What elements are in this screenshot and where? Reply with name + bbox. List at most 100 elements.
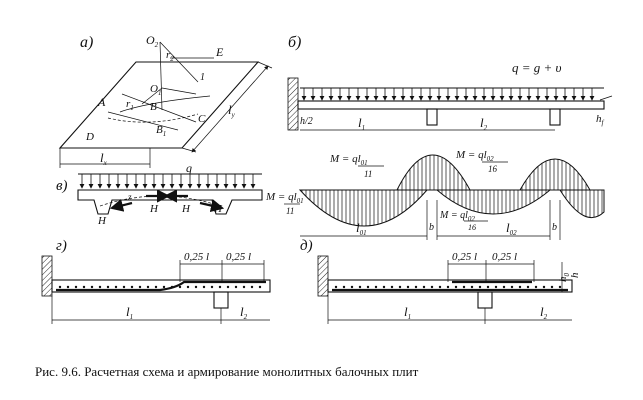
label-E: E [215,45,224,59]
label-M1: M = ql01 [329,153,368,167]
rebar-dot [122,285,126,289]
rebar-dot [430,285,434,289]
label-ly: ly [228,102,236,119]
label-D: D [85,131,94,143]
moment-span-3 [559,189,605,219]
label-d-d2: 0,25 l [492,251,517,263]
label-M1-den: 11 [364,169,372,179]
rebar-dot [382,285,386,289]
rebar-dot [550,285,554,289]
ly-dim [191,65,269,153]
label-B: B [150,101,157,113]
wall-d [317,255,329,297]
label-q-v: q [186,161,192,175]
rebar-dot [146,285,150,289]
rebar-dot [414,285,418,289]
rebar-dot [210,285,214,289]
rebar-dot [242,285,246,289]
rebar-dot [58,285,62,289]
label-H4: H [213,203,223,215]
rebar-dot [470,285,474,289]
force-H1 [109,198,133,212]
rebar-dot [186,285,190,289]
label-H2: H [149,203,159,215]
rebar-dots-d [334,285,562,289]
rebar-dot [510,285,514,289]
label-M-v-den: 11 [286,206,294,216]
rebar-dot [66,285,70,289]
label-d-d1: 0,25 l [452,251,477,263]
label-d-l2: l2 [540,304,548,321]
rebar-dot [422,285,426,289]
label-g-l2: l2 [240,304,248,321]
rebar-dot [154,285,158,289]
figure-caption: Рис. 9.6. Расчетная схема и армирование … [35,364,419,379]
rebar-dot [334,285,338,289]
label-A: A [97,95,106,109]
rebar-dot [534,285,538,289]
rebar-dot [138,285,142,289]
rebar-dot [366,285,370,289]
rebar-dot [218,285,222,289]
rebar-dot [542,285,546,289]
label-g-d1: 0,25 l [184,251,209,263]
label-d-l1: l1 [404,304,411,321]
slab-g [51,279,271,293]
rebar-g [56,280,266,292]
rebar-dot [226,285,230,289]
label-O1: O1 [150,83,161,97]
radius-r1 [141,87,163,105]
radius-r2 [159,41,163,111]
rebar-dots-g [58,285,262,289]
panel-b-label: б) [288,34,301,51]
rebar-dot [178,285,182,289]
rebar-dot [82,285,86,289]
label-M3-den: 16 [468,223,476,232]
force-H4 [199,199,225,212]
rebar-dot [374,285,378,289]
label-b2: b [552,222,557,233]
rebar-dot [202,285,206,289]
rebar-dot [106,285,110,289]
label-1: 1 [200,72,205,83]
label-h2: h/2 [300,116,313,127]
rebar-dot [518,285,522,289]
label-r2: r2 [166,49,174,63]
slab-v [77,189,263,215]
label-O2: O2 [146,33,159,49]
panel-g-label: г) [56,238,67,254]
rebar-dot [454,285,458,289]
label-l2: l2 [480,115,488,132]
moment-support-1 [396,154,471,191]
hf-leader [599,95,613,101]
rebar-dot [398,285,402,289]
label-r1: r1 [126,98,134,112]
rebar-dot [406,285,410,289]
rebar-dot [170,285,174,289]
label-l1: l1 [358,115,365,132]
rebar-dot [130,285,134,289]
strip-line-2 [107,111,179,131]
rebar-dot [502,285,506,289]
rib-g [213,291,229,309]
load-label: q = g + υ [512,60,562,75]
label-b1: b [429,222,434,233]
rebar-dot [114,285,118,289]
ly-ext-1 [257,61,273,69]
label-M2: M = ql02 [455,149,494,163]
rebar-dot [350,285,354,289]
arc-DC [107,113,199,123]
label-hf: hf [596,113,605,127]
rebar-dot [194,285,198,289]
rebar-dot [342,285,346,289]
rebar-dot [558,285,562,289]
label-z: z [127,192,132,202]
panel-a-label: а) [80,34,93,51]
slab-d [327,279,573,293]
moment-span-2 [435,189,552,215]
moment-span-1 [298,189,429,227]
label-M2-den: 16 [488,164,498,174]
slab-b [297,100,605,110]
panel-d-label: д) [300,238,313,254]
load-arrows [301,88,595,101]
